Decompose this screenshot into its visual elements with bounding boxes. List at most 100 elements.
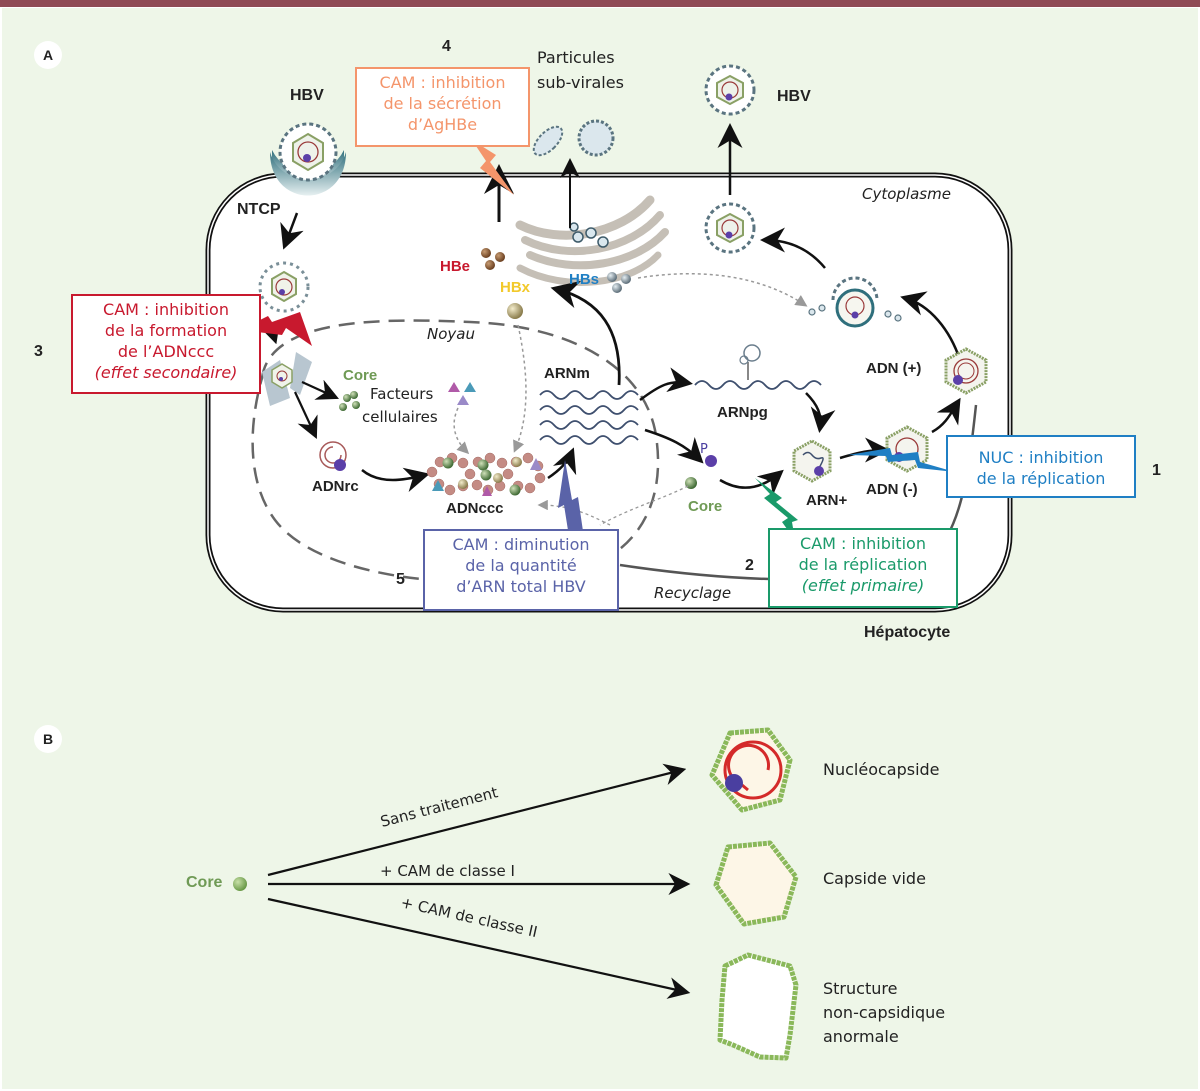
step-number-2: 2	[745, 557, 754, 574]
box-italic-line: (effet primaire)	[801, 576, 925, 595]
core-release-arrow	[301, 379, 340, 400]
entry-arrow	[280, 212, 304, 250]
box-line: d’ARN total HBV	[456, 577, 586, 596]
arnm-to-arnpg-arrow	[639, 367, 693, 402]
adn-plus-label: ADN (+)	[866, 360, 922, 377]
lightning-primary	[755, 478, 798, 540]
outcome-abnormal-line1: Structure	[823, 979, 898, 998]
subviral-label-line1: Particules	[537, 48, 615, 67]
panel-a-label: A	[34, 41, 62, 69]
lightning-secretion	[472, 140, 514, 195]
core-dot-icon	[233, 877, 247, 891]
adnrc-label: ADNrc	[312, 478, 359, 495]
core-label-top: Core	[343, 367, 378, 384]
translation-arrow	[550, 280, 621, 386]
condition-untreated-label: Sans traitement	[378, 783, 499, 831]
core-particles-nucleus	[339, 391, 360, 411]
factors-to-adnccc-arrow	[453, 407, 470, 455]
transcription-arrow	[547, 447, 577, 480]
outcome-abnormal-line3: anormale	[823, 1027, 899, 1046]
cam-secretion-box: CAM : inhibition de la sécrétion d’AgHBe	[355, 67, 530, 147]
box-line: de la formation	[104, 321, 228, 340]
arn-plus-label: ARN+	[806, 492, 848, 509]
box-line: de la quantité	[465, 556, 577, 575]
hbe-particles	[481, 248, 505, 270]
lightning-nuc	[848, 448, 955, 472]
subviral-label-line2: sub-virales	[537, 73, 624, 92]
adn-plus-to-envelope-arrow	[900, 291, 962, 361]
hbv-virion-entry	[278, 122, 338, 182]
arnm-to-polymerase-arrow	[644, 428, 704, 464]
adnrc-to-adnccc-arrow	[361, 467, 430, 492]
core-feedback-arrow	[537, 499, 611, 526]
nuclear-pore	[262, 352, 312, 406]
step-number-1: 1	[1152, 462, 1161, 479]
box-line: CAM : inhibition	[800, 534, 926, 553]
encapsidation-arrow	[719, 469, 784, 496]
adn-plus-capsid	[944, 347, 988, 395]
envelopment-to-virion-arrow	[760, 227, 826, 269]
top-frame-bar	[0, 0, 1200, 7]
hbs-to-envelope-arrow	[637, 272, 808, 307]
hbx-protein	[507, 303, 523, 319]
box-line: NUC : inhibition	[978, 448, 1104, 467]
box-line: d’AgHBe	[407, 115, 478, 134]
polymerase-protein	[705, 455, 717, 467]
cellular-factors-triangles	[448, 382, 476, 405]
cam-cccdna-box: CAM : inhibition de la formation de l’AD…	[71, 294, 261, 394]
cytoplasm-label: Cytoplasme	[862, 185, 951, 203]
arn-plus-capsid	[792, 439, 832, 483]
outcome-abnormal-line2: non-capsidique	[823, 1003, 946, 1022]
adnccc-minichromosome	[426, 452, 546, 496]
box-line: de la sécrétion	[383, 94, 502, 113]
empty-capsid-shape	[713, 840, 799, 927]
arrow-class-ii	[267, 897, 691, 999]
panel-b-label: B	[34, 725, 62, 753]
abnormal-structure-shape	[717, 952, 799, 1061]
nucleocapsid-shape	[709, 727, 793, 813]
core-label-bottom: Core	[688, 498, 723, 515]
arnm-label: ARNm	[544, 365, 590, 382]
outcome-nucleocapsid-label: Nucléocapside	[823, 760, 940, 779]
panel-b-core-label: Core	[186, 874, 223, 891]
condition-class-i-label: + CAM de classe I	[380, 862, 515, 880]
polymerase-label: P	[700, 442, 708, 457]
cam-rna-box: CAM : diminution de la quantité d’ARN to…	[423, 529, 619, 611]
box-line: de la réplication	[798, 555, 928, 574]
arnpg-pregenomic-rna	[694, 344, 822, 390]
arnm-transcripts	[539, 390, 639, 445]
hbv-entry-label: HBV	[290, 87, 324, 104]
nuc-box: NUC : inhibition de la réplication	[946, 435, 1136, 498]
internalized-virion	[258, 261, 310, 313]
box-line: de l’ADNccc	[117, 342, 215, 361]
cell-factors-label-line2: cellulaires	[362, 408, 438, 426]
box-line: de la réplication	[976, 469, 1106, 488]
cam-primary-box: CAM : inhibition de la réplication (effe…	[768, 528, 958, 608]
ntcp-label: NTCP	[237, 201, 281, 218]
box-line: CAM : inhibition	[103, 300, 229, 319]
ntcp-receptor	[270, 150, 346, 196]
step-number-5: 5	[396, 571, 405, 588]
step-number-4: 4	[442, 38, 451, 55]
adnrc-genome	[319, 441, 347, 471]
enveloping-nucleocapsid	[808, 276, 902, 328]
hbx-label: HBx	[500, 279, 531, 296]
core-to-adnccc-dotted	[599, 485, 689, 526]
box-line: CAM : inhibition	[379, 73, 506, 92]
hbv-virion-exit	[704, 64, 756, 116]
hbs-label: HBs	[569, 271, 600, 288]
lightning-cccdna	[240, 312, 312, 346]
plus-strand-arrow	[931, 397, 961, 434]
hbx-to-adnccc-arrow	[513, 324, 527, 453]
recycling-label: Recyclage	[654, 584, 732, 602]
step-number-3: 3	[34, 343, 43, 360]
nucleus-envelope	[251, 319, 660, 584]
hbe-label: HBe	[440, 258, 471, 275]
arnpg-label: ARNpg	[717, 404, 768, 421]
nucleus-label: Noyau	[427, 325, 475, 343]
hepatocyte-label: Hépatocyte	[864, 624, 951, 641]
box-line: CAM : diminution	[452, 535, 590, 554]
adnrc-release-arrow	[294, 391, 318, 439]
outcome-empty-capsid-label: Capside vide	[823, 869, 926, 888]
adnccc-label: ADNccc	[446, 500, 504, 517]
